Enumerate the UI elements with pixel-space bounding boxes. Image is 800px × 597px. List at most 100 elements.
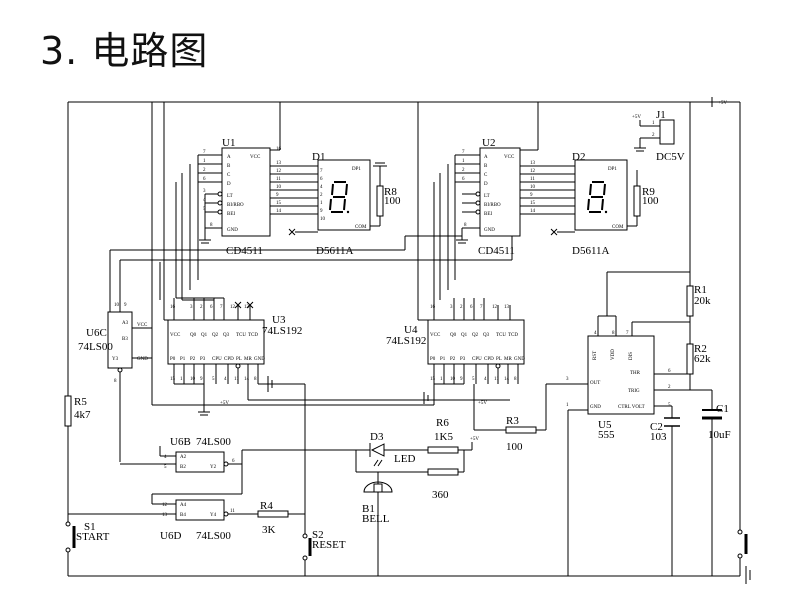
u5-part: 555	[598, 429, 615, 441]
s1-start-switch: S1 START	[65, 521, 110, 553]
u6c-pin-b3: B3	[122, 337, 128, 342]
u1-pin-vcc: VCC	[250, 155, 261, 160]
u6d-pin-a4: A4	[180, 503, 187, 508]
r5-value: 4k7	[74, 409, 91, 421]
u5-pin-rst: RST	[593, 351, 598, 360]
u4-pin-tcd: TCD	[508, 333, 518, 338]
u3-pin-pl: PL	[236, 357, 242, 362]
u2-pin-num: 6	[462, 177, 465, 182]
u5-pin-num: 1	[566, 403, 569, 408]
d1-pin-num: 9	[320, 209, 323, 214]
u2-pin-num: 14	[530, 209, 536, 214]
c2-capacitor: C2 103	[650, 417, 680, 443]
u3-pin-q3: Q3	[223, 333, 230, 338]
c2-ref: C2	[650, 421, 663, 433]
u4-pin-p0: P0	[430, 357, 436, 362]
r6-resistor: +5V R6 1K5	[427, 417, 479, 454]
u1-pin-num: 7	[203, 150, 206, 155]
u1-pin-a: A	[227, 155, 231, 160]
u4-pin-num: 15	[430, 377, 436, 382]
u6c-pin-a3: A3	[122, 321, 129, 326]
r5-resistor: R5 4k7	[64, 395, 91, 427]
u2-pin-lt: LT	[484, 194, 490, 199]
r8-ref: R8	[384, 186, 397, 198]
u2-pin-num: 11	[530, 177, 535, 182]
d2-com-label: COM	[612, 225, 624, 230]
u2-pin-num: 12	[530, 169, 536, 174]
r5-ref: R5	[74, 396, 87, 408]
u4-pin-num: 11	[494, 377, 499, 382]
u2-pin-num: 15	[530, 201, 536, 206]
u1-pin-c: C	[227, 173, 231, 178]
u4-pin-cpd: CPD	[484, 357, 494, 362]
u2-pin-b: B	[484, 164, 488, 169]
d1-pin-num: 6	[320, 177, 323, 182]
u1-decoder: U1 CD4511 A B C D LT BI/RBO BEI GND VCC	[198, 102, 318, 257]
u6c-pin-y3: Y3	[112, 357, 119, 362]
u4-pin-p1: P1	[440, 357, 446, 362]
u5-ref: U5	[598, 419, 612, 431]
u6c-gate: U6C 74LS00 A3 B3 Y3 VCC GND 10 9 8	[78, 250, 152, 462]
u1-pin-b: B	[227, 164, 231, 169]
r8-value: 100	[384, 195, 401, 207]
u4-part: 74LS192	[386, 335, 426, 347]
u4-pin-num: 9	[460, 377, 463, 382]
j1-pin-num: 1	[652, 121, 655, 126]
u3-pin-q1: Q1	[201, 333, 208, 338]
r6-vcc-label: +5V	[470, 437, 479, 442]
u3-pin-tcu: TCU	[236, 333, 246, 338]
u3-pin-num: 8	[254, 377, 257, 382]
u4-pin-num: 8	[514, 377, 517, 382]
s1-ref: S1	[84, 521, 96, 533]
u6d-ref: U6D	[160, 530, 181, 542]
u3-pin-p2: P2	[190, 357, 196, 362]
r7-value: 360	[432, 489, 449, 501]
u6b-pin-num: 4	[164, 455, 167, 460]
u3-vcc-label: +5V	[220, 401, 229, 406]
d2-ref: D2	[572, 151, 585, 163]
u2-ref: U2	[482, 137, 495, 149]
r2-ref: R2	[694, 343, 707, 355]
u3-pin-cpd: CPD	[224, 357, 234, 362]
u4-pin-num: 7	[480, 305, 483, 310]
u6c-pin-num: 10	[114, 303, 120, 308]
u1-pin-gnd: GND	[227, 228, 238, 233]
u4-pin-q2: Q2	[472, 333, 479, 338]
u6d-pin-num: 13	[162, 513, 168, 518]
u4-pin-num: 3	[450, 305, 453, 310]
s2-reset-switch: S2 RESET	[268, 383, 346, 576]
u6b-ref: U6B	[170, 436, 191, 448]
d2-part: D5611A	[572, 245, 610, 257]
u4-pin-num: 2	[460, 305, 463, 310]
u3-pin-vcc: VCC	[170, 333, 181, 338]
u4-pin-pl: PL	[496, 357, 502, 362]
u3-pin-gnd: GND	[254, 357, 265, 362]
r1-ref: R1	[694, 284, 707, 296]
d1-ref: D1	[312, 151, 325, 163]
ground-symbols	[198, 228, 468, 416]
u5-pin-num: 2	[668, 385, 671, 390]
u2-pin-gnd: GND	[484, 228, 495, 233]
u3-pin-num: 6	[210, 305, 213, 310]
power-switch	[712, 101, 751, 584]
u1-pin-bi: BI/RBO	[227, 203, 244, 208]
u6d-pin-b4: B4	[180, 513, 186, 518]
u4-pin-gnd: GND	[514, 357, 525, 362]
s2-ref: S2	[312, 529, 324, 541]
u4-pin-num: 10	[450, 377, 456, 382]
r6-ref: R6	[436, 417, 449, 429]
u3-pin-num: 13	[244, 305, 250, 310]
u1-pin-num: 3	[203, 189, 206, 194]
u5-pin-num: 8	[612, 331, 615, 336]
u3-pin-q0: Q0	[190, 333, 197, 338]
u2-pin-num: 2	[462, 168, 465, 173]
r4-ref: R4	[260, 500, 273, 512]
vcc-rail-label: +5V	[718, 101, 727, 106]
u2-pin-num: 7	[462, 150, 465, 155]
d1-pin-num: 4	[320, 185, 323, 190]
d1-display: D1 D5611A DP1 COM 7 6 4 2 1 9 10	[288, 151, 381, 257]
u2-pin-num: 13	[530, 161, 536, 166]
u4-pin-p3: P3	[460, 357, 466, 362]
u6b-pin-num: 5	[164, 465, 167, 470]
r2-value: 62k	[694, 353, 711, 365]
